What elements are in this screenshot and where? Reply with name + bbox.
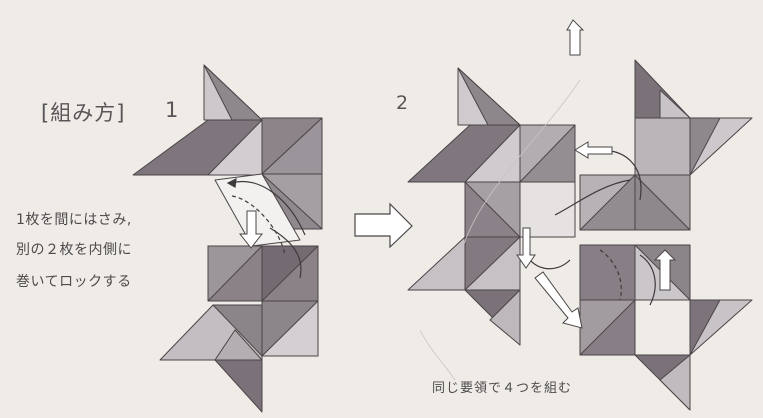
step1-assembly [132, 64, 323, 413]
step1-arrows [226, 177, 306, 279]
step2-curve-arrows [524, 149, 656, 306]
step1-bottom-spike-light [214, 329, 263, 361]
step1-number: 1 [165, 98, 179, 122]
step1-lower-tri [261, 245, 319, 302]
next-step-arrow [354, 202, 413, 249]
instruction-line-3: 巻いてロックする [16, 274, 132, 290]
step2-curve-arrow-4 [599, 249, 622, 301]
instruction-line-1: 1枚を間にはさみ, [16, 212, 132, 228]
step2-block-arrows [516, 19, 677, 329]
step1-lower-left-spike-dark [212, 304, 263, 357]
step2-right-square [634, 117, 691, 176]
step2-curve-arrow-5 [639, 254, 656, 306]
step2-diagonal-arrow [534, 271, 583, 329]
instruction-line-2: 別の２枚を内側に [16, 242, 132, 258]
step1-curve-arrow-c [269, 227, 302, 279]
step2-up-arrow [566, 19, 585, 56]
step1-bottom-spike [214, 359, 263, 413]
step1-curve-arrow-a [231, 181, 306, 236]
step2-down-arrow [516, 227, 536, 269]
step1-middle-tri [261, 173, 323, 230]
step2-left-lower-flap-dark [464, 236, 521, 291]
step2-right-lower-flap-dark [689, 299, 721, 356]
step1-lower-tri-light [207, 245, 263, 302]
step2-number: 2 [396, 92, 409, 114]
pencil-guide-lines [419, 79, 581, 381]
step2-top-right-point-light [659, 89, 691, 119]
step1-down-arrow [238, 210, 264, 249]
step2-center-right-tri [579, 174, 636, 231]
step2-assembly [407, 59, 753, 411]
step-heading: [組み方] [41, 101, 126, 125]
step2-bottom-right-point-light [659, 354, 691, 411]
step1-arrowhead-a [226, 177, 237, 188]
step2-curve-arrow-1 [554, 179, 631, 216]
step2-right-mid-tri [634, 174, 691, 231]
step2-bottom-left-point-light [489, 289, 521, 346]
step1-curve-arrow-b [231, 195, 286, 256]
step2-left-arrow [574, 141, 613, 159]
step2-caption: 同じ要領で４つを組む [432, 381, 573, 396]
step2-up-arrow-right [653, 249, 677, 291]
